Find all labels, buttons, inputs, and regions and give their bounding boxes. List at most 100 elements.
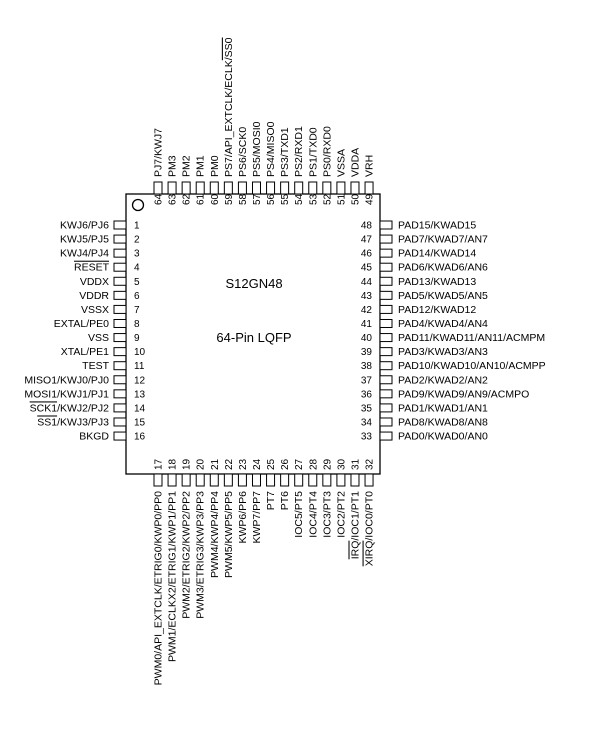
- pin-label: MISO1/KWJ0/PJ0: [24, 374, 109, 386]
- pin-label: VRH: [364, 155, 376, 177]
- pin-label: MOSI1/KWJ1/PJ1: [24, 388, 109, 400]
- pin-left-7: [113, 318, 127, 328]
- pin-number: 49: [365, 193, 376, 205]
- pin-number: 3: [134, 249, 140, 260]
- pin-label: PS1/TXD0: [307, 127, 319, 177]
- pin-label: PT6: [279, 491, 291, 510]
- pin-top-7: [251, 181, 261, 195]
- pin-number: 60: [210, 193, 221, 205]
- pin-number: 39: [361, 347, 373, 358]
- pin-label: PM2: [181, 155, 193, 177]
- pin-label: IOC4/PT4: [307, 491, 319, 538]
- pin-label: IOC5/PT5: [293, 491, 305, 538]
- pin-label: VDDX: [80, 276, 109, 288]
- pin-label: SS1/KWJ3/PJ3: [37, 416, 109, 428]
- pin-left-11: [113, 375, 127, 385]
- pin-right-12: [379, 389, 393, 399]
- pin-bottom-6: [237, 473, 247, 487]
- pin-label: PWM2/ETRIG2/KWP2/PP2: [181, 491, 193, 619]
- pin-label: PWM1/ECLKX2/ETRIG1/KWP1/PP1: [167, 491, 179, 662]
- pin-label: PAD0/KWAD0/AN0: [398, 431, 488, 443]
- pin-label: PAD10/KWAD10/AN10/ACMPP: [398, 360, 546, 372]
- pin-left-4: [113, 276, 127, 286]
- pin-label: PWM4/KWP4/PP4: [209, 491, 221, 578]
- pin-left-2: [113, 248, 127, 258]
- pin-bottom-1: [167, 473, 177, 487]
- pin-label: PWM5/KWP5/PP5: [223, 491, 235, 578]
- pin-label: VDDA: [349, 148, 361, 177]
- pin-number: 6: [134, 291, 140, 302]
- chip-package-label: 64-Pin LQFP: [216, 330, 291, 345]
- pin-left-12: [113, 389, 127, 399]
- pin-top-6: [237, 181, 247, 195]
- pin-number: 19: [182, 458, 193, 470]
- pin-right-4: [379, 276, 393, 286]
- pin-number: 16: [134, 432, 146, 443]
- pin-right-14: [379, 417, 393, 427]
- pin-bottom-14: [350, 473, 360, 487]
- pin-left-9: [113, 347, 127, 357]
- pin-label: PAD6/KWAD6/AN6: [398, 262, 488, 274]
- pin-top-13: [336, 181, 346, 195]
- pin-number: 14: [134, 403, 146, 414]
- pin-top-0: [153, 181, 163, 195]
- pin-number: 59: [224, 193, 235, 205]
- pin-number: 53: [308, 193, 319, 205]
- pin-top-5: [223, 181, 233, 195]
- pin-label: PS6/SCK0: [237, 127, 249, 177]
- pin-right-8: [379, 333, 393, 343]
- pin-number: 42: [361, 305, 373, 316]
- pin-bottom-4: [209, 473, 219, 487]
- pin-label: PAD11/KWAD11/AN11/ACMPM: [398, 332, 545, 344]
- pin-left-3: [113, 262, 127, 272]
- pin-number: 21: [210, 458, 221, 470]
- pin-label: PT7: [265, 491, 277, 510]
- pin-label: TEST: [82, 360, 109, 372]
- pin-number: 55: [280, 193, 291, 205]
- pin-label: PAD13/KWAD13: [398, 276, 476, 288]
- pin-bottom-8: [266, 473, 276, 487]
- pin-left-15: [113, 431, 127, 441]
- pin-left-8: [113, 333, 127, 343]
- pin-top-10: [294, 181, 304, 195]
- pin-top-3: [195, 181, 205, 195]
- pin-label: XTAL/PE1: [61, 346, 109, 358]
- pin-label: PAD8/KWAD8/AN8: [398, 416, 488, 428]
- pin-number: 36: [361, 389, 373, 400]
- pin-number: 29: [322, 458, 333, 470]
- pin-label: PAD14/KWAD14: [398, 248, 476, 260]
- pin-right-5: [379, 290, 393, 300]
- pin-number: 43: [361, 291, 373, 302]
- pin-number: 7: [134, 305, 140, 316]
- pin-label: IRQ/IOC1/PT1: [349, 491, 361, 559]
- pin-right-1: [379, 234, 393, 244]
- pin-number: 13: [134, 389, 146, 400]
- chip-body: [125, 193, 381, 475]
- pin1-orientation-dot: [131, 198, 145, 212]
- pin-label: PM3: [167, 155, 179, 177]
- pin-label: PAD9/KWAD9/AN9/ACMPO: [398, 388, 529, 400]
- pin-right-10: [379, 361, 393, 371]
- pin-layer: 1KWJ6/PJ62KWJ5/PJ53KWJ4/PJ44RESET5VDDX6V…: [24, 37, 545, 685]
- pin-top-11: [308, 181, 318, 195]
- pin-number: 34: [361, 417, 373, 428]
- pin-number: 23: [238, 458, 249, 470]
- pin-bottom-5: [223, 473, 233, 487]
- pin-number: 63: [168, 193, 179, 205]
- pin-left-13: [113, 403, 127, 413]
- pin-number: 41: [361, 319, 373, 330]
- pin-label: KWJ5/PJ5: [60, 234, 109, 246]
- pin-label: VDDR: [79, 290, 109, 302]
- pin-bottom-2: [181, 473, 191, 487]
- pin-number: 51: [336, 193, 347, 205]
- pin-number: 56: [266, 193, 277, 205]
- pin-bottom-7: [251, 473, 261, 487]
- pin-label: PAD4/KWAD4/AN4: [398, 318, 488, 330]
- pin-left-6: [113, 304, 127, 314]
- pin-label: PJ7/KWJ7: [153, 128, 165, 177]
- pin-bottom-12: [322, 473, 332, 487]
- pin-right-6: [379, 304, 393, 314]
- pin-label: KWP7/PP7: [251, 491, 263, 544]
- pin-left-1: [113, 234, 127, 244]
- pin-bottom-11: [308, 473, 318, 487]
